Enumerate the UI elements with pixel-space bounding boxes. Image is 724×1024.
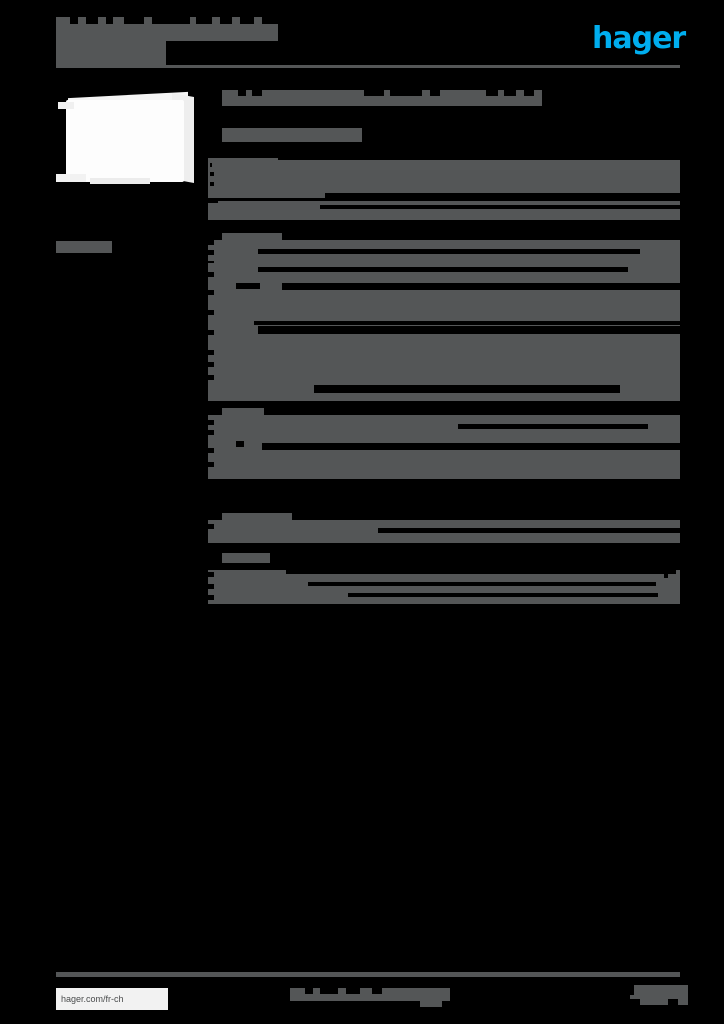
spec-table-heading bbox=[222, 408, 264, 418]
spec-row bbox=[208, 160, 680, 198]
product-image-tab bbox=[90, 178, 150, 184]
title-knockout bbox=[262, 17, 278, 24]
product-image-front-face bbox=[66, 100, 184, 182]
hager-logo: hager bbox=[592, 21, 686, 56]
section-title bbox=[222, 90, 542, 106]
product-image-tab bbox=[56, 174, 86, 182]
title-knockout bbox=[196, 17, 212, 24]
spec-row bbox=[208, 415, 680, 445]
product-image bbox=[56, 86, 202, 196]
title-knockout bbox=[220, 17, 232, 24]
spec-row bbox=[208, 341, 680, 391]
footer-divider bbox=[56, 972, 680, 977]
spec-table-heading bbox=[222, 553, 270, 563]
left-column-caption bbox=[56, 241, 112, 253]
title-knockout bbox=[106, 17, 113, 24]
spec-table-heading bbox=[222, 233, 282, 244]
spec-row-label bbox=[208, 158, 278, 162]
title-knockout bbox=[152, 17, 190, 24]
spec-row bbox=[208, 457, 680, 479]
header-divider bbox=[56, 65, 680, 68]
footer-center-note-2 bbox=[420, 997, 442, 1007]
spec-table-heading bbox=[222, 513, 292, 524]
spec-row bbox=[208, 201, 680, 220]
product-image-tab bbox=[58, 102, 74, 109]
title-knockout bbox=[124, 17, 144, 24]
title-knockout bbox=[240, 17, 254, 24]
title-knockout bbox=[86, 17, 98, 24]
title-knockout bbox=[70, 17, 78, 24]
spec-table-heading bbox=[222, 128, 362, 142]
page-title-line-2 bbox=[56, 41, 166, 65]
title-knockout bbox=[169, 41, 179, 49]
spec-row bbox=[208, 538, 680, 543]
footer-website-link[interactable]: hager.com/fr-ch bbox=[56, 988, 168, 1010]
